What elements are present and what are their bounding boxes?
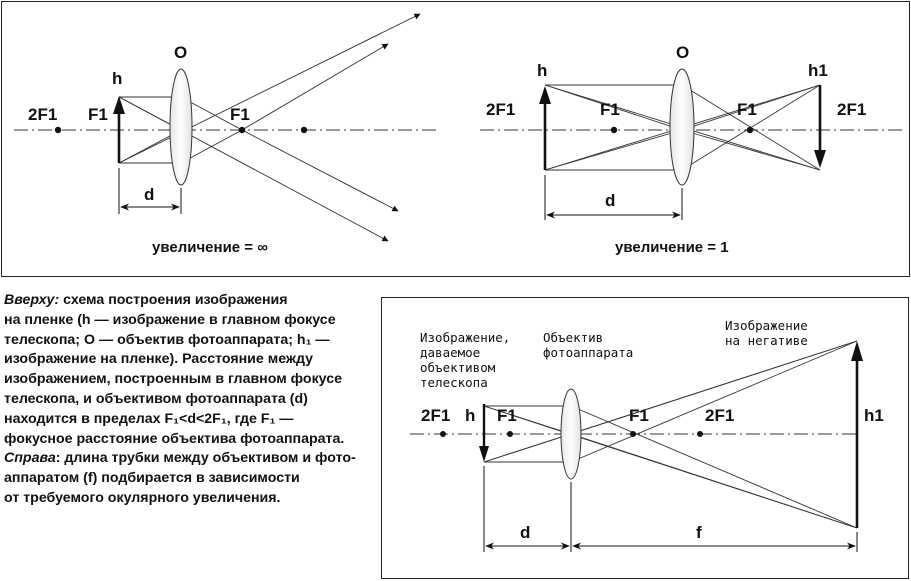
label-2f1-right: 2F1 — [705, 406, 735, 425]
label-lens-o: O — [676, 43, 690, 62]
label-d: d — [520, 523, 531, 542]
label-f: f — [696, 523, 702, 542]
label-f1-left: F1 — [88, 105, 108, 124]
text-camera-lens: Объектив фотоаппарата — [543, 330, 634, 360]
label-2f1-left: 2F1 — [486, 100, 516, 119]
point-f1-right — [238, 126, 246, 134]
diagram-unit-magnification — [480, 68, 905, 220]
label-2f1-left: 2F1 — [421, 406, 451, 425]
label-f1-left: F1 — [600, 100, 620, 119]
diagram-infinite-magnification — [14, 13, 440, 242]
bottom-diagram-frame — [381, 297, 909, 579]
label-h1: h1 — [808, 61, 828, 80]
lens-camera — [560, 388, 582, 480]
top-diagram-frame — [1, 1, 910, 277]
caption-right-label: Справа — [4, 450, 56, 467]
caption-top-label: Вверху: — [4, 292, 60, 308]
label-2f1: 2F1 — [28, 105, 58, 124]
label-f1-right: F1 — [230, 105, 250, 124]
label-d: d — [144, 185, 155, 204]
diagram-eyepiece-projection — [410, 340, 863, 552]
label-h: h — [112, 69, 123, 88]
object-arrowhead — [113, 96, 125, 114]
label-h: h — [537, 61, 548, 80]
point-2f1 — [54, 126, 62, 134]
label-f1-right: F1 — [737, 100, 757, 119]
point-2f1-right — [300, 126, 308, 134]
magnification-one: увеличение = 1 — [615, 239, 729, 256]
text-telescope-image: Изображение, даваемое объективом телеско… — [420, 330, 511, 390]
label-2f1-right: 2F1 — [837, 100, 867, 119]
lens-o — [169, 68, 193, 186]
label-lens-o: O — [174, 43, 188, 62]
magnification-infinity: увеличение = ∞ — [152, 239, 268, 256]
text-negative-image: Изображение на негативе — [725, 318, 808, 348]
figure-caption: Вверху: схема построения изображения на … — [4, 292, 356, 506]
label-d: d — [605, 191, 616, 210]
lens-o — [669, 68, 695, 186]
label-f1-right: F1 — [629, 406, 649, 425]
label-h1: h1 — [864, 406, 884, 425]
label-h: h — [465, 406, 476, 425]
label-f1-left: F1 — [497, 406, 517, 425]
